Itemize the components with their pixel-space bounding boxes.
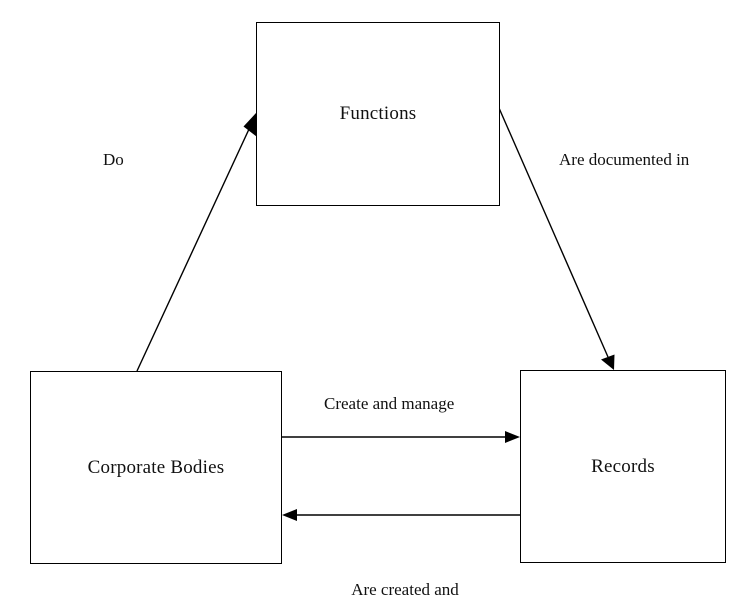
node-functions-label: Functions xyxy=(339,103,417,125)
edge-corporate-bodies-to-functions xyxy=(136,113,257,372)
edge-label-are-created-and-used-by: Are created and used by xyxy=(338,533,472,595)
node-records-label: Records xyxy=(591,455,655,477)
node-records[interactable]: Records xyxy=(520,370,726,563)
arrowhead-create-and-manage xyxy=(505,431,520,443)
edge-line-are-documented-in xyxy=(498,107,609,358)
edge-label-create-and-manage: Create and manage xyxy=(324,394,455,413)
edge-label-line-1: Are created and xyxy=(351,579,459,595)
edge-records-to-corporate-bodies xyxy=(282,509,520,521)
edge-functions-to-records xyxy=(498,107,615,370)
node-corporate-bodies[interactable]: Corporate Bodies xyxy=(30,371,282,564)
edge-line-do xyxy=(136,126,251,372)
edge-label-do: Do xyxy=(103,150,124,169)
node-corporate-bodies-label: Corporate Bodies xyxy=(87,456,225,478)
arrowhead-are-documented-in xyxy=(601,354,615,370)
node-functions[interactable]: Functions xyxy=(256,22,500,206)
edge-corporate-bodies-to-records xyxy=(282,431,520,443)
edge-label-are-documented-in: Are documented in xyxy=(559,150,690,169)
arrowhead-are-created-and-used-by xyxy=(282,509,297,521)
arrowhead-do xyxy=(243,113,257,137)
